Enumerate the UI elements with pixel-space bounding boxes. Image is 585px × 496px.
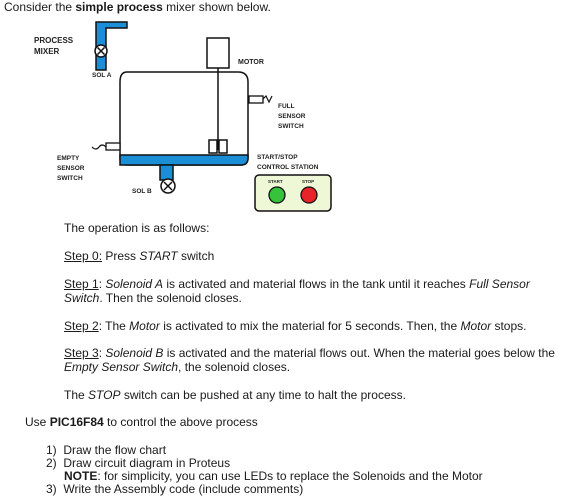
empty-sensor-line1: EMPTY — [57, 155, 80, 162]
step-3-line2: Empty Sensor Switch, the solenoid closes… — [64, 360, 290, 374]
mixer-blade-right — [218, 139, 228, 154]
step-2: Step 2: The Motor is activated to mix th… — [64, 319, 527, 333]
stop-label: STOP — [302, 179, 314, 184]
task-3-text: Write the Assembly code (include comment… — [63, 482, 304, 496]
step-3-p3: , the solenoid closes. — [178, 360, 291, 374]
task-note-text: : for simplicity, you can use LEDs to re… — [97, 469, 483, 483]
stop-note-p2: switch can be pushed at any time to halt… — [120, 388, 406, 402]
step-2-i2: Motor — [460, 319, 492, 333]
task-1-text: Draw the flow chart — [63, 443, 167, 457]
full-sensor-line1: FULL — [278, 103, 295, 110]
intro-suffix: mixer shown below. — [162, 0, 271, 14]
stop-button[interactable] — [300, 186, 318, 204]
step-2-i1: Motor — [129, 319, 160, 333]
stop-note-p1: The — [64, 388, 89, 402]
step-3-i2: Empty Sensor Switch — [64, 360, 179, 374]
sol-a-valve — [94, 44, 108, 58]
outlet-pipe — [159, 164, 174, 181]
task-2: 2) Draw circuit diagram in Proteus — [46, 456, 230, 470]
empty-sensor-switch — [91, 142, 121, 151]
task-3: 3) Write the Assembly code (include comm… — [46, 482, 303, 496]
diagram-title-line2: MIXER — [34, 47, 60, 56]
step-2-p1: : The — [98, 319, 130, 333]
step-2-p2: is activated to mix the material for 5 s… — [159, 319, 461, 333]
step-1-line1: Step 1: Solenoid A is activated and mate… — [64, 277, 530, 291]
step-0-text: Press — [102, 249, 140, 263]
intro-bold: simple process — [75, 0, 163, 14]
step-3-p2: is activated and the material flows out.… — [163, 346, 555, 360]
intro-prefix: Consider the — [4, 0, 76, 14]
empty-sensor-line3: SWITCH — [57, 175, 83, 182]
empty-sensor-line2: SENSOR — [57, 165, 85, 172]
control-station-panel — [254, 174, 332, 212]
step-2-p3: stops. — [491, 319, 527, 333]
sol-b-valve — [160, 178, 176, 194]
intro-text: Consider the simple process mixer shown … — [4, 0, 271, 14]
full-sensor-line2: SENSOR — [278, 113, 306, 120]
full-sensor-line3: SWITCH — [278, 123, 304, 130]
step-1-p3: . Then the solenoid closes. — [99, 291, 242, 305]
step-3-p1: : — [98, 346, 106, 360]
task-1-num: 1) — [46, 443, 57, 457]
step-0-italic: START — [139, 249, 178, 263]
step-1-p1: : — [98, 277, 106, 291]
step-0: Step 0: Press START switch — [64, 249, 214, 263]
task-note: NOTE: for simplicity, you can use LEDs t… — [64, 469, 483, 483]
use-bold: PIC16F84 — [49, 415, 104, 429]
operation-heading: The operation is as follows: — [64, 221, 210, 235]
tank-fluid — [119, 154, 249, 166]
use-pic-line: Use PIC16F84 to control the above proces… — [25, 415, 258, 429]
step-1-i3: Switch — [64, 291, 100, 305]
start-stop-line2: CONTROL STATION — [257, 164, 319, 171]
step-1-line2: Switch. Then the solenoid closes. — [64, 291, 242, 305]
mixer-tank — [119, 71, 249, 166]
step-2-label: Step 2 — [64, 319, 99, 333]
use-prefix: Use — [25, 415, 50, 429]
step-0-label: Step 0: — [64, 249, 103, 263]
step-3-line1: Step 3: Solenoid B is activated and the … — [64, 346, 555, 360]
step-1-i1: Solenoid A — [105, 277, 163, 291]
step-1-label: Step 1 — [64, 277, 99, 291]
step-1-p2: is activated and material flows in the t… — [162, 277, 470, 291]
start-button[interactable] — [268, 186, 286, 204]
stop-note-italic: STOP — [88, 388, 121, 402]
step-0-tail: switch — [177, 249, 215, 263]
task-note-bold: NOTE — [64, 469, 98, 483]
step-3-i1: Solenoid B — [105, 346, 164, 360]
start-label: START — [268, 179, 283, 184]
diagram-title-line1: PROCESS — [34, 36, 74, 45]
step-3-label: Step 3 — [64, 346, 99, 360]
task-2-num: 2) — [46, 456, 57, 470]
use-suffix: to control the above process — [103, 415, 258, 429]
process-mixer-diagram: PROCESS MIXER SOL A SOL B MOTOR FULL SEN… — [34, 21, 332, 212]
mixer-blade-left — [208, 139, 218, 154]
full-sensor-switch — [248, 94, 273, 104]
motor-label: MOTOR — [238, 59, 264, 66]
sol-a-label: SOL A — [92, 72, 112, 79]
task-3-num: 3) — [46, 482, 57, 496]
motor-box — [206, 37, 230, 69]
step-1-i2: Full Sensor — [469, 277, 530, 291]
task-2-text: Draw circuit diagram in Proteus — [63, 456, 231, 470]
inlet-pipe — [95, 21, 128, 71]
task-1: 1) Draw the flow chart — [46, 443, 166, 457]
start-stop-line1: START/STOP — [257, 154, 298, 161]
stop-note: The STOP switch can be pushed at any tim… — [64, 388, 406, 402]
sol-b-label: SOL B — [132, 188, 152, 195]
